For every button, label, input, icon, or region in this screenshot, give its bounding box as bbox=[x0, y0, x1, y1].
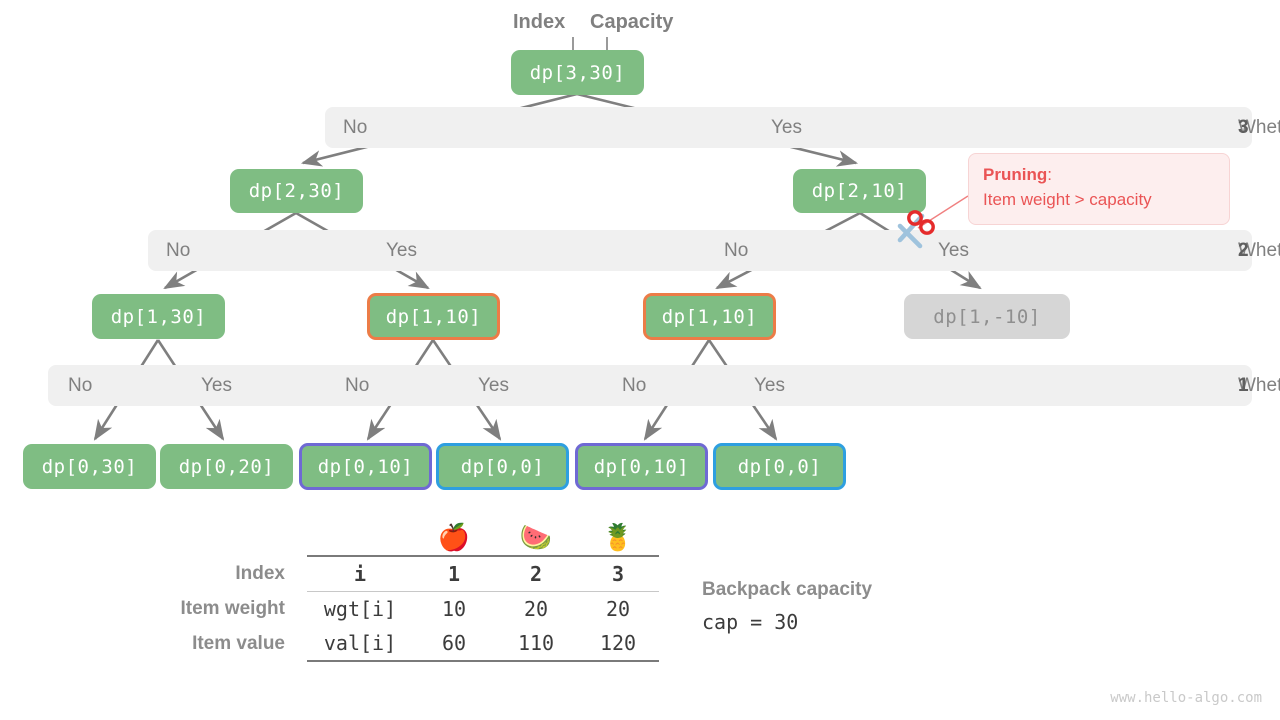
band-1-item-number: 1 bbox=[1238, 374, 1249, 396]
band-1-choice-yes-1: Yes bbox=[201, 374, 232, 396]
index-value-2: 2 bbox=[495, 555, 577, 592]
band-1-choice-yes-3: Yes bbox=[754, 374, 785, 396]
band-3-question-text: Whether to put item bbox=[1238, 116, 1280, 138]
band-item-3: No Yes Whether to put item 3 bbox=[325, 107, 1280, 148]
tree-node-dp-0-10-a[interactable]: dp[0,10] bbox=[299, 443, 432, 490]
band-1-choice-no-3: No bbox=[622, 374, 647, 396]
value-value-3: 120 bbox=[577, 626, 659, 662]
item-3-emoji: 🍍 bbox=[601, 523, 635, 553]
row-key-index: i bbox=[307, 555, 413, 592]
value-value-1: 60 bbox=[413, 626, 495, 662]
band-1-choice-yes-2: Yes bbox=[478, 374, 509, 396]
row-label-index: Index bbox=[235, 562, 285, 584]
tree-node-dp-0-10-b[interactable]: dp[0,10] bbox=[575, 443, 708, 490]
table-row-weight: Item weight wgt[i] 10 20 20 bbox=[135, 592, 659, 627]
tree-node-dp-0-30[interactable]: dp[0,30] bbox=[23, 444, 156, 489]
band-2-choice-no-2: No bbox=[724, 239, 749, 261]
scissors-icon bbox=[897, 210, 935, 249]
index-annotation-label: Index bbox=[513, 11, 566, 33]
pruning-text: Item weight > capacity bbox=[983, 189, 1152, 209]
weight-value-1: 10 bbox=[441, 597, 467, 621]
table-row-index: Index i 1 2 3 bbox=[135, 555, 659, 592]
pruning-callout: Pruning: Item weight > capacity bbox=[968, 153, 1230, 225]
item-2-emoji: 🍉 bbox=[519, 523, 553, 553]
row-key-weight: wgt[i] bbox=[323, 597, 397, 621]
tree-node-dp-0-20[interactable]: dp[0,20] bbox=[160, 444, 293, 489]
pruning-heading-line: Pruning: bbox=[983, 163, 1215, 188]
capacity-note-title: Backpack capacity bbox=[702, 579, 873, 600]
row-label-value: Item value bbox=[192, 632, 285, 654]
table-row-value: Item value val[i] 60 110 120 bbox=[135, 626, 659, 662]
tree-node-dp-0-0-b[interactable]: dp[0,0] bbox=[713, 443, 846, 490]
index-value-3: 3 bbox=[577, 555, 659, 592]
index-tick bbox=[572, 37, 574, 53]
band-2-item-number: 2 bbox=[1238, 239, 1249, 261]
capacity-tick bbox=[606, 37, 608, 53]
band-2-choice-yes-1: Yes bbox=[386, 239, 417, 261]
band-3-choice-yes: Yes bbox=[771, 116, 802, 138]
weight-value-2: 20 bbox=[523, 597, 549, 621]
tree-node-dp-1-10-right[interactable]: dp[1,10] bbox=[643, 293, 776, 340]
index-value-1: 1 bbox=[413, 555, 495, 592]
tree-node-dp-2-30[interactable]: dp[2,30] bbox=[230, 169, 363, 213]
band-1-choice-no-2: No bbox=[345, 374, 370, 396]
band-2-choice-yes-2: Yes bbox=[938, 239, 969, 261]
table-row-emoji: 🍎 🍉 🍍 bbox=[135, 518, 659, 556]
band-1-question-text: Whether to put item bbox=[1238, 374, 1280, 396]
band-item-2: No Yes No Yes Whether to put item 2 bbox=[148, 230, 1280, 271]
band-3-choice-no: No bbox=[343, 116, 368, 138]
band-3-item-number: 3 bbox=[1238, 116, 1249, 138]
band-item-1: No Yes No Yes No Yes Whether to put item… bbox=[48, 365, 1280, 406]
tree-node-dp-3-30[interactable]: dp[3,30] bbox=[511, 50, 644, 95]
band-2-question-text: Whether to put item bbox=[1238, 239, 1280, 261]
tree-node-dp-2-10[interactable]: dp[2,10] bbox=[793, 169, 926, 213]
items-table: 🍎 🍉 🍍 Index i 1 2 3 Item weight wgt[i] 1… bbox=[135, 518, 659, 662]
capacity-annotation-label: Capacity bbox=[590, 11, 674, 33]
capacity-note: Backpack capacity cap = 30 bbox=[702, 579, 872, 634]
item-1-emoji: 🍎 bbox=[437, 523, 471, 553]
emoji-row-spacer bbox=[135, 518, 307, 556]
tree-node-dp-1-neg10[interactable]: dp[1,-10] bbox=[904, 294, 1070, 339]
pruning-colon: : bbox=[1047, 165, 1052, 184]
row-key-value: val[i] bbox=[307, 626, 413, 662]
weight-value-3: 20 bbox=[605, 597, 631, 621]
band-2-choice-no-1: No bbox=[166, 239, 191, 261]
tree-node-dp-1-10-left[interactable]: dp[1,10] bbox=[367, 293, 500, 340]
row-label-weight: Item weight bbox=[180, 597, 285, 619]
value-value-2: 110 bbox=[495, 626, 577, 662]
tree-node-dp-1-30[interactable]: dp[1,30] bbox=[92, 294, 225, 339]
band-1-choice-no-1: No bbox=[68, 374, 93, 396]
capacity-note-value: cap = 30 bbox=[702, 610, 799, 634]
watermark: www.hello-algo.com bbox=[1110, 690, 1262, 706]
pruning-heading: Pruning bbox=[983, 165, 1048, 184]
tree-node-dp-0-0-a[interactable]: dp[0,0] bbox=[436, 443, 569, 490]
emoji-key-spacer bbox=[307, 518, 413, 556]
